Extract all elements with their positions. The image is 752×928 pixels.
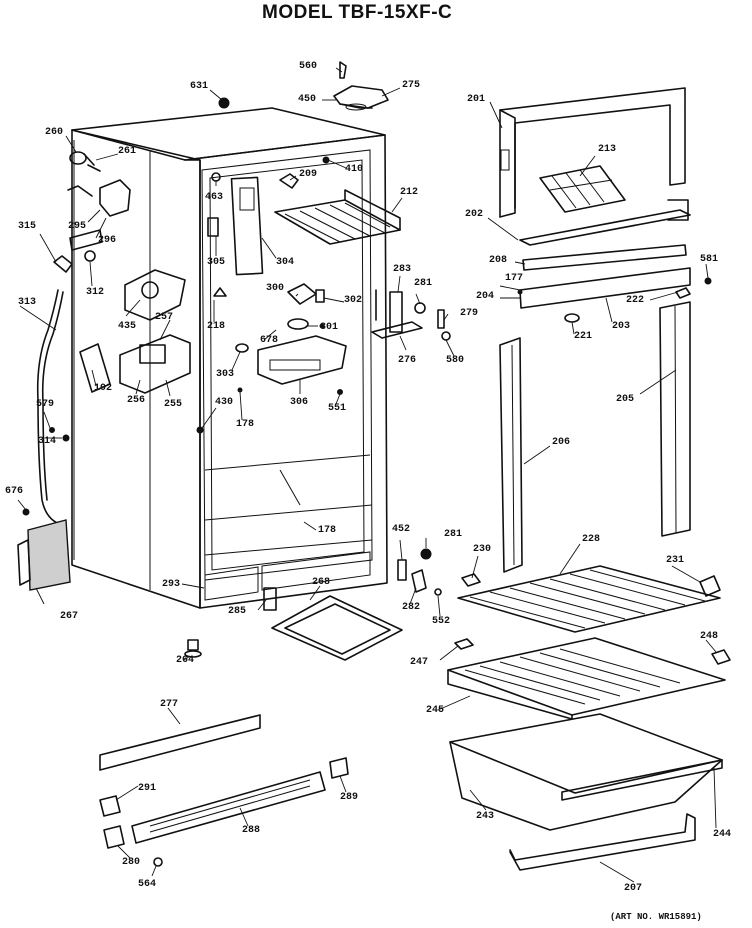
callout-306: 306	[290, 397, 309, 408]
callout-268: 268	[312, 577, 331, 588]
callout-463: 463	[205, 192, 224, 203]
callout-435: 435	[118, 321, 137, 332]
callout-245: 245	[426, 705, 445, 716]
callout-208: 208	[489, 255, 508, 266]
callout-301: 301	[320, 322, 339, 333]
callout-178b: 178	[318, 525, 337, 536]
callout-281b: 281	[444, 529, 463, 540]
callout-410: 410	[345, 164, 364, 175]
callout-277: 277	[160, 699, 179, 710]
leader-lines	[17, 67, 717, 883]
callout-243: 243	[476, 811, 495, 822]
callout-279: 279	[460, 308, 479, 319]
callout-452: 452	[392, 524, 411, 535]
callout-201: 201	[467, 94, 486, 105]
callout-264: 264	[176, 655, 195, 666]
callout-579: 579	[36, 399, 55, 410]
callout-213: 213	[598, 144, 617, 155]
callout-281a: 281	[414, 278, 433, 289]
callout-580: 580	[446, 355, 465, 366]
door-side-rails	[499, 301, 691, 573]
callout-300: 300	[266, 283, 285, 294]
door-bars	[517, 244, 712, 323]
callout-581: 581	[700, 254, 719, 265]
callout-204: 204	[476, 291, 495, 302]
callout-283: 283	[393, 264, 412, 275]
callout-177: 177	[505, 273, 524, 284]
callout-260: 260	[45, 127, 64, 138]
callout-303: 303	[216, 369, 235, 380]
callout-280: 280	[122, 857, 141, 868]
crisper-pan	[449, 713, 723, 831]
wire-shelf	[457, 565, 721, 633]
crisper-cover	[447, 637, 731, 720]
callout-296: 296	[98, 235, 117, 246]
callout-430: 430	[215, 397, 234, 408]
callout-285: 285	[228, 606, 247, 617]
callout-564: 564	[138, 879, 157, 890]
callout-257: 257	[155, 312, 174, 323]
callout-313: 313	[18, 297, 37, 308]
callout-202: 202	[465, 209, 484, 220]
callout-275: 275	[402, 80, 421, 91]
callout-256: 256	[127, 395, 146, 406]
callout-305: 305	[207, 257, 226, 268]
callout-203: 203	[612, 321, 631, 332]
callout-205: 205	[616, 394, 635, 405]
bottom-grille	[99, 587, 349, 867]
top-hinge-parts	[218, 61, 389, 164]
callout-289: 289	[340, 792, 359, 803]
callout-248: 248	[700, 631, 719, 642]
drip-tray	[271, 595, 403, 661]
callout-244: 244	[713, 829, 732, 840]
ice-tray	[539, 165, 626, 213]
drawer-handle	[509, 813, 696, 871]
callout-222: 222	[626, 295, 645, 306]
callout-231: 231	[666, 555, 685, 566]
callout-261: 261	[118, 146, 137, 157]
callout-276: 276	[398, 355, 417, 366]
callout-288: 288	[242, 825, 261, 836]
cabinet-body	[71, 107, 388, 609]
callout-178a: 178	[236, 419, 255, 430]
callout-304: 304	[276, 257, 295, 268]
callout-206: 206	[552, 437, 571, 448]
callout-207: 207	[624, 883, 643, 894]
callout-552: 552	[432, 616, 451, 627]
model-title: MODEL TBF-15XF-C	[262, 2, 453, 23]
door-frame	[499, 87, 691, 246]
callout-678: 678	[260, 335, 279, 346]
callout-631: 631	[190, 81, 209, 92]
callout-676: 676	[5, 486, 24, 497]
callout-102: 102	[94, 383, 113, 394]
callout-212: 212	[400, 187, 419, 198]
callout-247: 247	[410, 657, 429, 668]
callout-293: 293	[162, 579, 181, 590]
callout-450: 450	[298, 94, 317, 105]
callout-295: 295	[68, 221, 87, 232]
callout-218: 218	[207, 321, 226, 332]
callout-291: 291	[138, 783, 157, 794]
callout-209: 209	[299, 169, 318, 180]
hinge-parts	[371, 289, 481, 596]
callout-255: 255	[164, 399, 183, 410]
callout-551: 551	[328, 403, 347, 414]
callout-267: 267	[60, 611, 79, 622]
callout-312: 312	[86, 287, 105, 298]
callout-314: 314	[38, 436, 57, 447]
callout-560: 560	[299, 61, 318, 72]
callout-302: 302	[344, 295, 363, 306]
callout-315: 315	[18, 221, 37, 232]
freezer-shelf	[274, 189, 401, 329]
callout-228: 228	[582, 534, 601, 545]
callout-221: 221	[574, 331, 593, 342]
inner-control-parts	[196, 172, 347, 434]
callout-230: 230	[473, 544, 492, 555]
left-side-components	[17, 151, 191, 591]
art-number: (ART NO. WR15891)	[610, 912, 702, 922]
callout-282: 282	[402, 602, 421, 613]
